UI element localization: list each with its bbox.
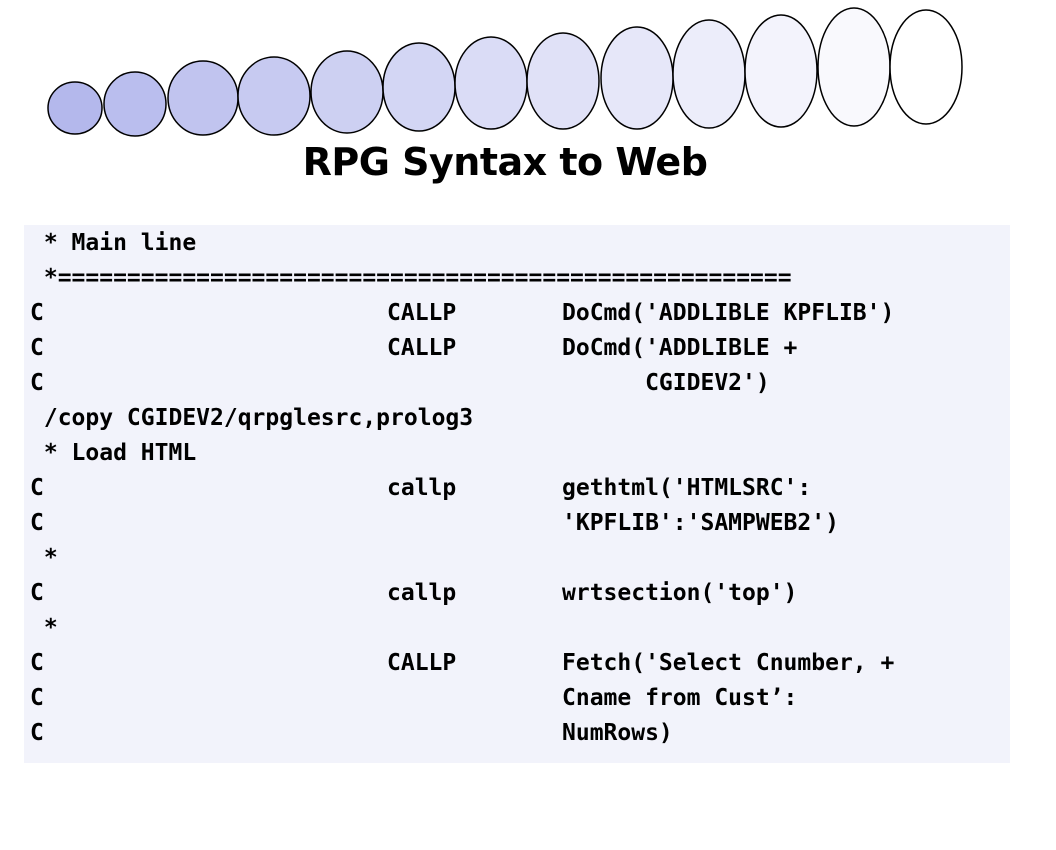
code-args: 'KPFLIB':'SAMPWEB2') bbox=[562, 510, 839, 536]
code-args: wrtsection('top') bbox=[562, 580, 798, 606]
code-line: * Load HTML bbox=[24, 440, 196, 475]
code-line: C callp gethtml('HTMLSRC': bbox=[24, 475, 811, 510]
code-op: callp bbox=[387, 475, 457, 501]
decorative-circle bbox=[672, 19, 746, 129]
code-args: gethtml('HTMLSRC': bbox=[562, 475, 812, 501]
code-line: *=======================================… bbox=[24, 265, 792, 300]
decorative-circle bbox=[382, 42, 456, 132]
code-spec: C bbox=[30, 650, 44, 676]
code-args: Fetch('Select Cnumber, + bbox=[562, 650, 895, 676]
code-block: * Main line *===========================… bbox=[24, 225, 1010, 763]
code-spec: * bbox=[30, 615, 58, 641]
decorative-circle bbox=[167, 60, 239, 136]
code-line: C NumRows) bbox=[24, 720, 673, 755]
code-op: CALLP bbox=[387, 650, 457, 676]
code-spec: * bbox=[30, 545, 58, 571]
decorative-circle bbox=[454, 36, 528, 130]
code-spec: C bbox=[30, 475, 44, 501]
code-args: DoCmd('ADDLIBLE KPFLIB') bbox=[562, 300, 895, 326]
code-line: * bbox=[24, 545, 79, 580]
code-line: C CALLP DoCmd('ADDLIBLE KPFLIB') bbox=[24, 300, 894, 335]
code-spec: C bbox=[30, 685, 44, 711]
code-line: C CALLP DoCmd('ADDLIBLE + bbox=[24, 335, 797, 370]
code-spec: C bbox=[30, 510, 44, 536]
code-spec: C bbox=[30, 370, 44, 396]
code-spec: /copy CGIDEV2/qrpglesrc,prolog3 bbox=[30, 405, 474, 431]
code-op: CALLP bbox=[387, 300, 457, 326]
code-spec: *=======================================… bbox=[30, 265, 792, 291]
code-args: CGIDEV2') bbox=[562, 370, 770, 396]
decorative-circle bbox=[600, 26, 674, 130]
code-spec: C bbox=[30, 720, 44, 746]
code-line: * Main line bbox=[24, 230, 196, 265]
decorative-circle bbox=[310, 50, 384, 134]
code-args: NumRows) bbox=[562, 720, 673, 746]
decorative-circle bbox=[889, 9, 963, 125]
decorative-circle bbox=[237, 56, 311, 136]
code-spec: C bbox=[30, 300, 44, 326]
code-line: C CALLP Fetch('Select Cnumber, + bbox=[24, 650, 894, 685]
decorative-circle bbox=[526, 32, 600, 130]
code-spec: * Main line bbox=[30, 230, 197, 256]
code-spec: C bbox=[30, 335, 44, 361]
code-line: C 'KPFLIB':'SAMPWEB2') bbox=[24, 510, 839, 545]
decorative-circle bbox=[817, 7, 891, 127]
code-spec: * Load HTML bbox=[30, 440, 197, 466]
decorative-circle bbox=[47, 81, 103, 135]
code-line: * bbox=[24, 615, 79, 650]
code-line: C callp wrtsection('top') bbox=[24, 580, 797, 615]
decorative-circles bbox=[47, 7, 963, 137]
code-op: CALLP bbox=[387, 335, 457, 361]
code-args: DoCmd('ADDLIBLE + bbox=[562, 335, 798, 361]
page-title: RPG Syntax to Web bbox=[302, 140, 708, 184]
decorative-circle bbox=[103, 71, 167, 137]
code-args: Cname from Cust’: bbox=[562, 685, 798, 711]
code-line: /copy CGIDEV2/qrpglesrc,prolog3 bbox=[24, 405, 473, 440]
code-line: C CGIDEV2') bbox=[24, 370, 770, 405]
code-op: callp bbox=[387, 580, 457, 606]
decorative-circle bbox=[744, 14, 818, 128]
code-line: C Cname from Cust’: bbox=[24, 685, 797, 720]
code-spec: C bbox=[30, 580, 44, 606]
